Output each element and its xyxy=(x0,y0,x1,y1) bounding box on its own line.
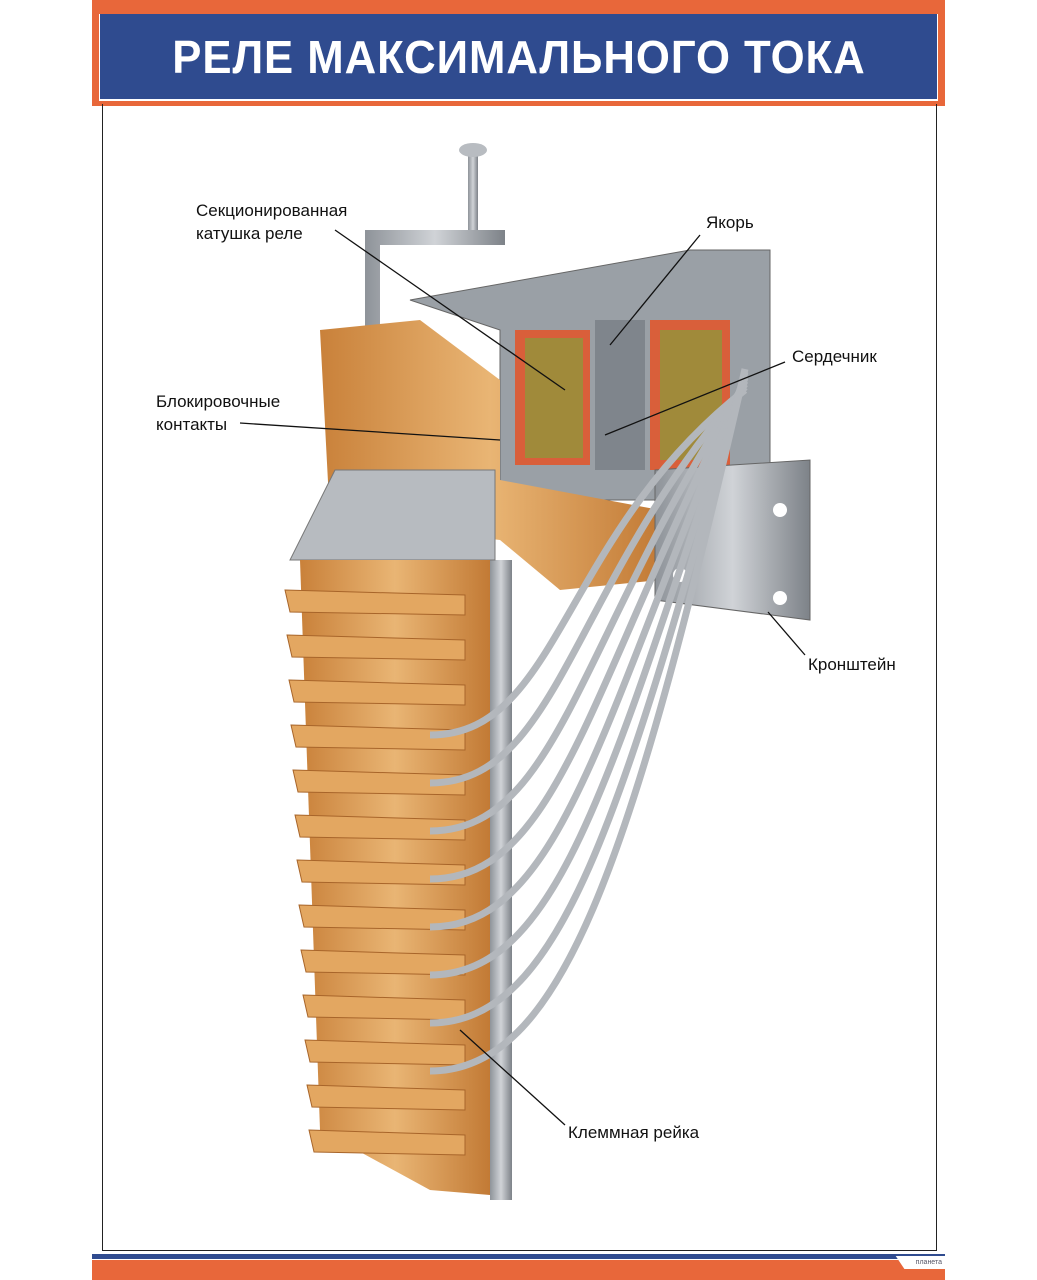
label-interlock-contacts: Блокировочные контакты xyxy=(156,390,280,436)
content-frame xyxy=(102,104,937,1251)
terminal-fin xyxy=(300,949,466,976)
bolt xyxy=(459,143,487,245)
terminal-plate xyxy=(289,469,496,561)
label-line: катушка реле xyxy=(196,224,303,243)
label-armature: Якорь xyxy=(706,213,754,232)
terminal-fin xyxy=(294,814,466,841)
title-banner: РЕЛЕ МАКСИМАЛЬНОГО ТОКА xyxy=(100,14,937,99)
leader-lines xyxy=(239,229,806,1126)
terminal-fin xyxy=(288,679,466,706)
terminal-fin xyxy=(304,1039,466,1066)
cable xyxy=(429,379,749,883)
label-terminal-strip: Клеммная рейка xyxy=(568,1123,700,1142)
terminal-fin xyxy=(284,589,466,616)
cable xyxy=(429,371,749,1027)
footer-band xyxy=(92,1260,945,1280)
label-line: Блокировочные xyxy=(156,392,281,411)
terminal-fin xyxy=(290,724,466,751)
terminal-fin xyxy=(306,1084,466,1111)
terminal-fin xyxy=(298,904,466,931)
publisher-logo: планета xyxy=(895,1256,945,1269)
cable xyxy=(429,384,748,787)
cable xyxy=(429,382,748,835)
terminal-fin xyxy=(292,769,466,796)
page-title: РЕЛЕ МАКСИМАЛЬНОГО ТОКА xyxy=(171,30,866,83)
terminal-strip xyxy=(284,560,490,1195)
cable xyxy=(429,373,749,979)
label-bracket: Кронштейн xyxy=(808,655,896,674)
mount-plate xyxy=(490,560,512,1200)
terminal-fin xyxy=(296,859,466,886)
core xyxy=(595,320,645,470)
cable xyxy=(429,387,748,739)
terminal-fin xyxy=(302,994,466,1021)
label-core: Сердечник xyxy=(792,347,877,366)
poster: РЕЛЕ МАКСИМАЛЬНОГО ТОКА планета xyxy=(92,0,945,1280)
side-stripe xyxy=(92,0,99,104)
cables xyxy=(429,368,749,1075)
terminal-fin xyxy=(286,634,466,661)
label-line: Секционированная xyxy=(196,201,348,220)
label-line: контакты xyxy=(156,415,228,434)
top-stripe xyxy=(92,0,945,14)
cable xyxy=(429,368,749,1075)
terminal-fin xyxy=(308,1129,466,1156)
label-sectioned-coil: Секционированная катушка реле xyxy=(196,199,347,245)
title-underline xyxy=(92,101,945,106)
cable xyxy=(429,376,749,931)
side-stripe xyxy=(938,0,945,104)
footer-stripe xyxy=(92,1254,945,1259)
